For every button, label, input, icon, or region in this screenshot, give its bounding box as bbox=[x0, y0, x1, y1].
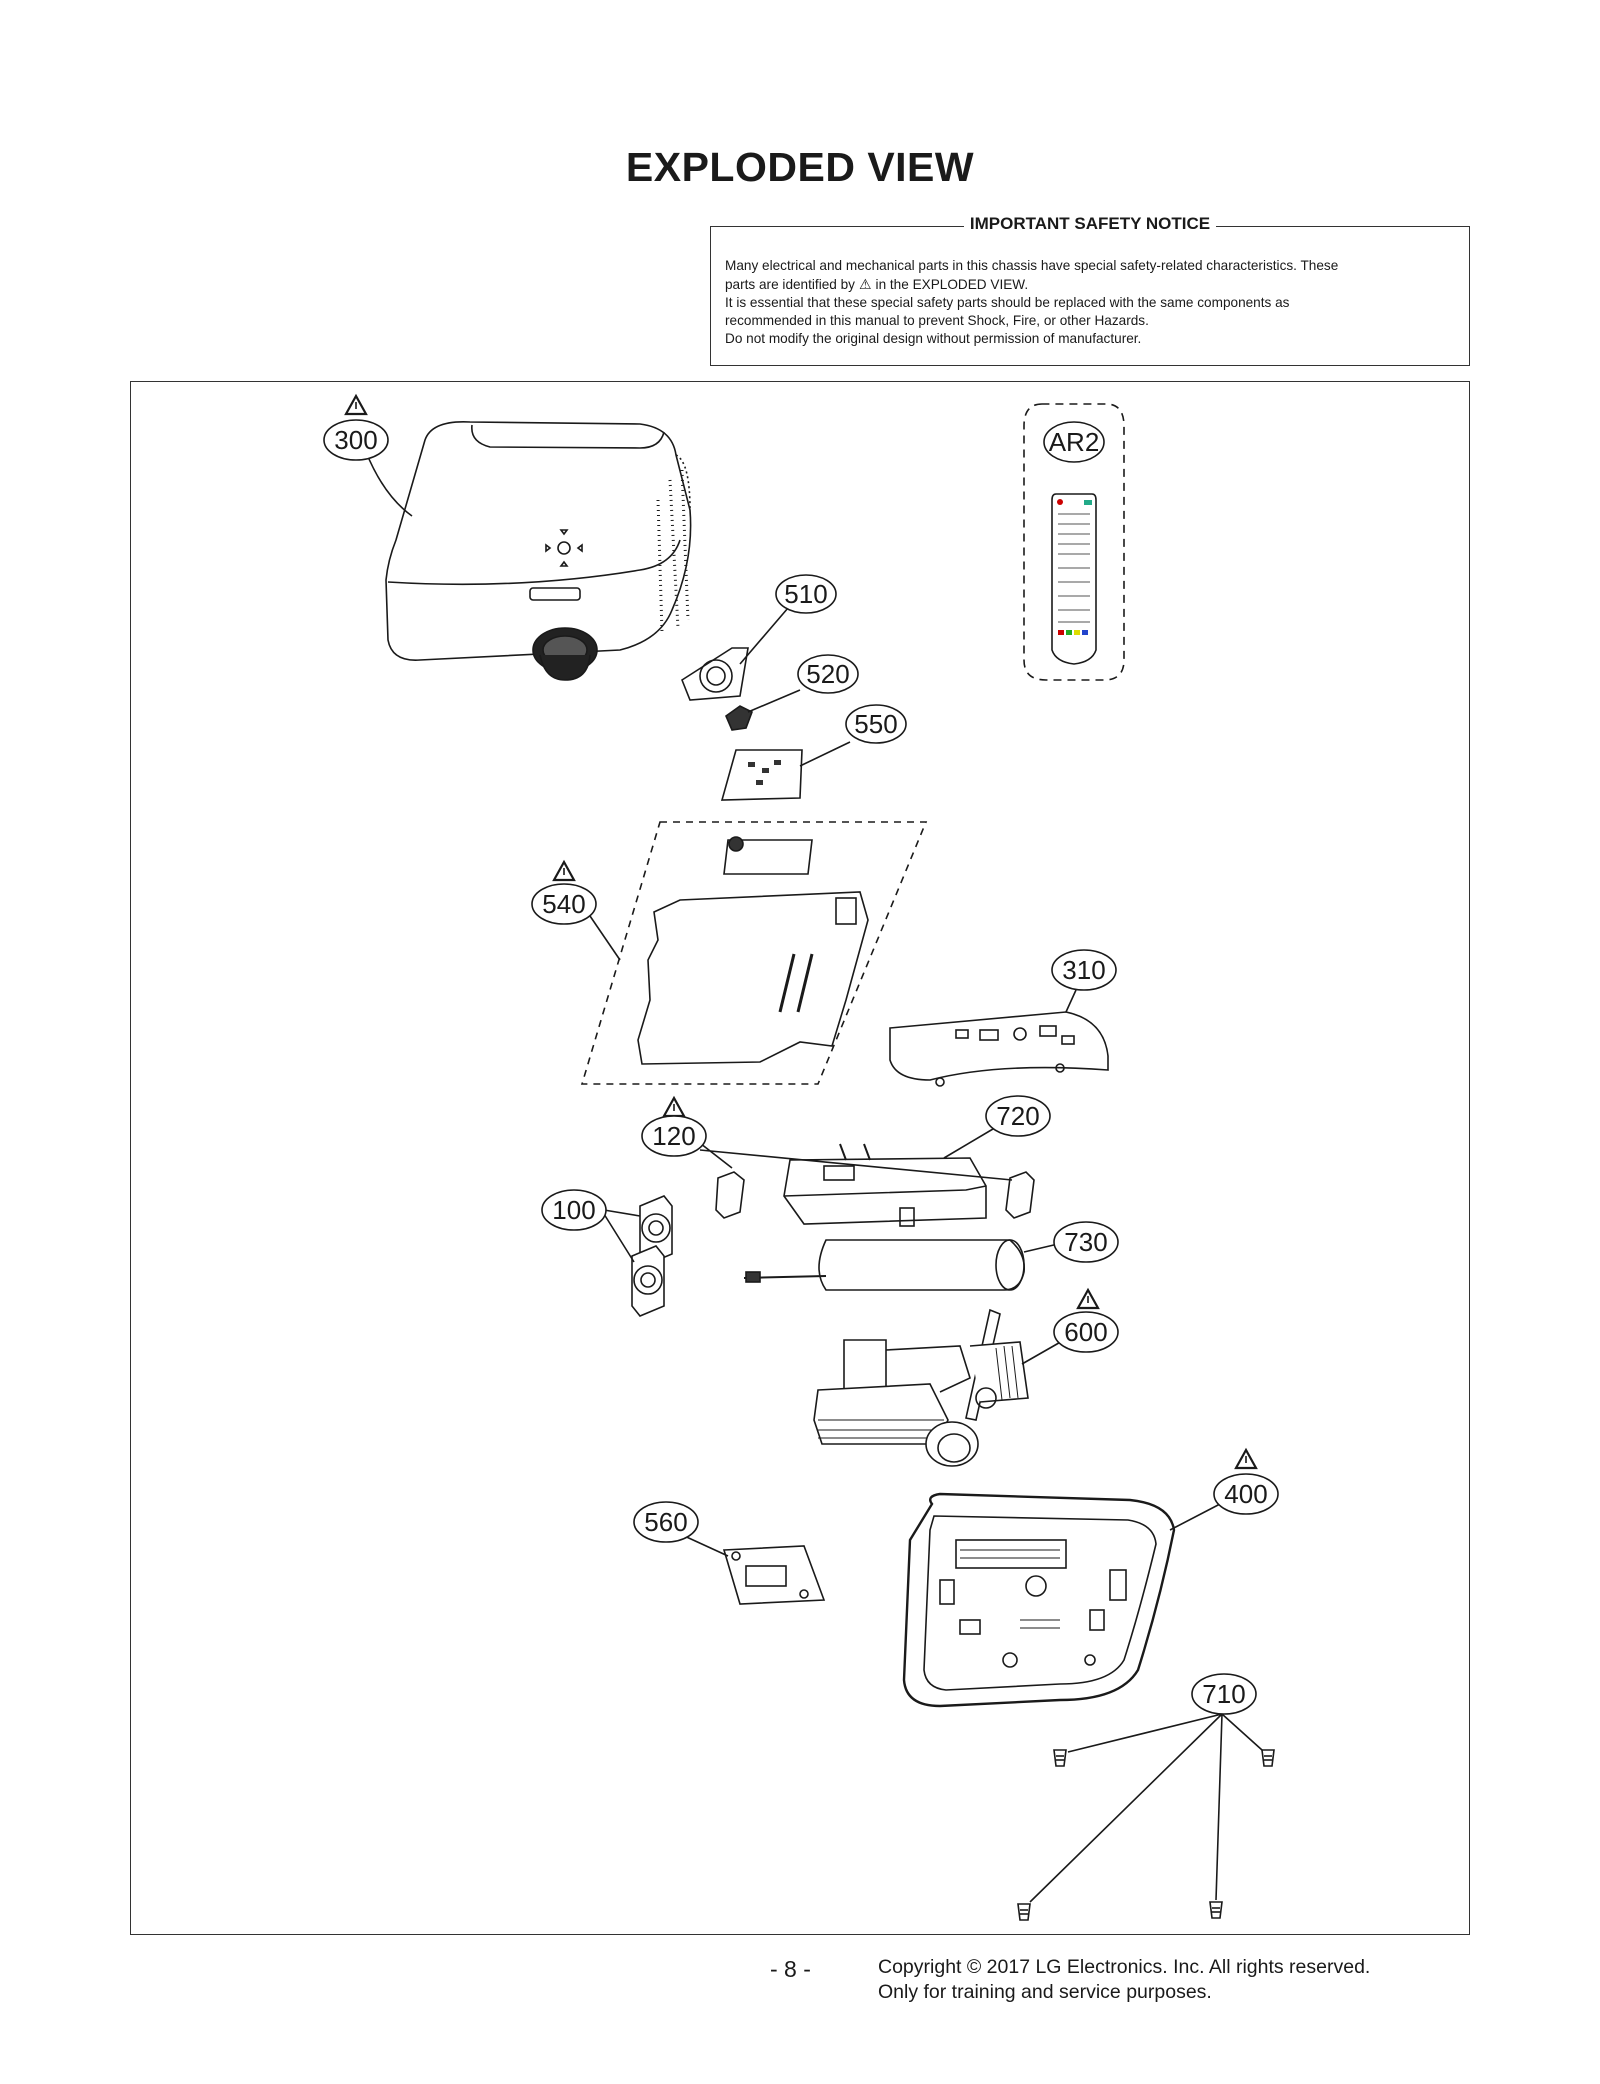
callout-510-bubble bbox=[775, 574, 837, 614]
callout-560: 560 bbox=[644, 1507, 687, 1537]
callout-520-bubble bbox=[797, 654, 859, 694]
part-510-plate bbox=[681, 647, 749, 701]
part-550-key-board bbox=[720, 749, 803, 801]
callout-550-bubble bbox=[845, 704, 907, 744]
callout-720-bubble bbox=[985, 1095, 1051, 1137]
part-730-battery bbox=[743, 1239, 1026, 1291]
leader-730 bbox=[1023, 1243, 1059, 1253]
callout-120: 120 bbox=[652, 1121, 695, 1151]
callout-710: 710 bbox=[1202, 1679, 1245, 1709]
callout-550: 550 bbox=[854, 709, 897, 739]
callout-400: 400 bbox=[1224, 1479, 1267, 1509]
callout-100-bubble bbox=[541, 1189, 607, 1231]
part-400-bottom-chassis bbox=[902, 1492, 1176, 1708]
part-ar2-remote bbox=[1023, 403, 1125, 681]
part-100-speakers bbox=[631, 1195, 673, 1317]
callout-520: 520 bbox=[806, 659, 849, 689]
part-310-rear-panel bbox=[889, 1011, 1109, 1087]
remote-keypad bbox=[1058, 513, 1090, 623]
safety-mark-600 bbox=[1076, 1287, 1100, 1310]
warning-triangle-icon: ⚠ bbox=[858, 276, 872, 292]
part-600-optical-engine bbox=[813, 1308, 1029, 1467]
leader-720 bbox=[943, 1125, 999, 1159]
callout-720: 720 bbox=[996, 1101, 1039, 1131]
safety-mark-120 bbox=[662, 1095, 686, 1118]
training-line: Only for training and service purposes. bbox=[878, 1981, 1212, 2003]
callout-ar2-bubble bbox=[1043, 421, 1105, 463]
part-300-top-cover bbox=[385, 421, 692, 681]
page-title: EXPLODED VIEW bbox=[625, 144, 975, 190]
exploded-view-frame bbox=[130, 381, 1470, 1935]
notice-line-5: Do not modify the original design withou… bbox=[725, 331, 1142, 346]
callout-310-bubble bbox=[1051, 949, 1117, 991]
part-520-knob bbox=[725, 705, 754, 731]
callout-310: 310 bbox=[1062, 955, 1105, 985]
notice-line-2-pre: parts are identified by bbox=[725, 277, 855, 292]
copyright-line: Copyright © 2017 LG Electronics. Inc. Al… bbox=[878, 1956, 1371, 1978]
notice-line-3: It is essential that these special safet… bbox=[725, 295, 1290, 310]
leader-520 bbox=[747, 689, 801, 713]
callout-730: 730 bbox=[1064, 1227, 1107, 1257]
callout-300: 300 bbox=[334, 425, 377, 455]
callout-100: 100 bbox=[552, 1195, 595, 1225]
page-number: - 8 - bbox=[770, 1956, 811, 1982]
leader-310 bbox=[1065, 989, 1077, 1013]
copyright-footer: Copyright © 2017 LG Electronics. Inc. Al… bbox=[878, 1955, 1370, 2005]
part-540-main-board bbox=[637, 836, 869, 1065]
callout-710-bubble bbox=[1191, 1673, 1257, 1715]
part-710-screws bbox=[1017, 1749, 1275, 1921]
notice-line-4: recommended in this manual to prevent Sh… bbox=[725, 313, 1149, 328]
part-560-board bbox=[722, 1545, 826, 1605]
leader-540 bbox=[589, 915, 621, 961]
callout-560-bubble bbox=[633, 1501, 699, 1543]
notice-line-2-post: in the EXPLODED VIEW. bbox=[875, 277, 1029, 292]
callout-540-bubble bbox=[531, 883, 597, 925]
leader-400 bbox=[1169, 1503, 1221, 1531]
callout-300-bubble bbox=[323, 419, 389, 461]
callout-ar2: AR2 bbox=[1049, 427, 1100, 457]
safety-mark-540 bbox=[552, 859, 576, 882]
leader-510 bbox=[739, 607, 789, 665]
safety-mark-300 bbox=[344, 393, 368, 416]
leader-710 bbox=[1029, 1713, 1263, 1903]
callout-540: 540 bbox=[542, 889, 585, 919]
callout-510: 510 bbox=[784, 579, 827, 609]
callout-730-bubble bbox=[1053, 1221, 1119, 1263]
part-540-dashed-group bbox=[580, 821, 928, 1085]
callout-600-bubble bbox=[1053, 1311, 1119, 1353]
leader-100 bbox=[603, 1209, 641, 1263]
safety-notice-text: Many electrical and mechanical parts in … bbox=[725, 257, 1455, 348]
leader-300 bbox=[365, 451, 413, 517]
notice-line-1: Many electrical and mechanical parts in … bbox=[725, 258, 1339, 273]
safety-mark-400 bbox=[1234, 1447, 1258, 1470]
callout-120-bubble bbox=[641, 1115, 707, 1157]
leader-560 bbox=[679, 1533, 729, 1557]
safety-notice-box: IMPORTANT SAFETY NOTICE Many electrical … bbox=[710, 214, 1470, 366]
safety-notice-title: IMPORTANT SAFETY NOTICE bbox=[963, 214, 1217, 233]
leader-550 bbox=[799, 741, 851, 767]
part-120-pads bbox=[715, 1171, 1035, 1219]
callout-600: 600 bbox=[1064, 1317, 1107, 1347]
part-720-speaker-box bbox=[783, 1143, 987, 1227]
leader-600 bbox=[1021, 1339, 1065, 1365]
callout-400-bubble bbox=[1213, 1473, 1279, 1515]
